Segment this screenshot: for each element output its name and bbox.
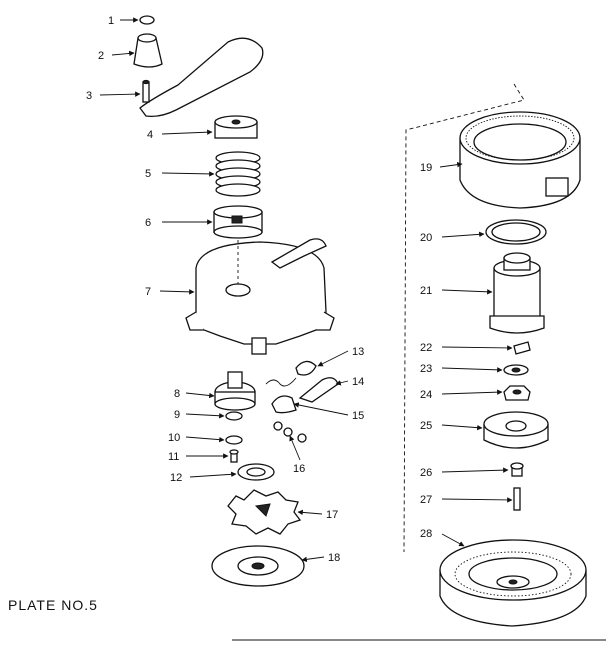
part-number-label: 2: [98, 50, 104, 62]
part-20-o-ring-drawing: [485, 219, 547, 245]
part-13b-spring-drawing: [265, 377, 297, 387]
part-number-label: 20: [420, 232, 432, 244]
part-14-lever-drawing: [298, 377, 339, 403]
part-number-label: 23: [420, 363, 432, 375]
part-number-label: 12: [170, 472, 182, 484]
part-5-spring-drawing: [215, 151, 261, 197]
part-number-label: 18: [328, 552, 340, 564]
part-6-drawing: [213, 205, 263, 239]
part-13-spring-drawing: [295, 360, 317, 376]
part-number-label: 17: [326, 509, 338, 521]
plate-label: PLATE NO.5: [8, 597, 98, 613]
part-16-clips-drawing: [273, 421, 307, 443]
part-11-screw-drawing: [229, 449, 239, 463]
part-25-cup-drawing: [483, 411, 549, 449]
part-number-label: 25: [420, 420, 432, 432]
part-10-washer-drawing: [225, 435, 243, 445]
part-number-label: 16: [293, 463, 305, 475]
part-19-ring-gear-drawing: [459, 111, 581, 209]
part-number-label: 1: [108, 15, 114, 27]
part-28-base-drawing: [439, 539, 587, 627]
part-number-label: 27: [420, 494, 432, 506]
part-2-knob-drawing: [133, 33, 163, 68]
part-27-pin-drawing: [513, 487, 521, 511]
part-number-label: 24: [420, 389, 432, 401]
part-26-screw-drawing: [510, 462, 524, 477]
part-22-key-drawing: [513, 341, 531, 355]
part-number-label: 19: [420, 162, 432, 174]
part-24-small-gear-drawing: [503, 385, 531, 401]
part-number-label: 28: [420, 528, 432, 540]
part-number-label: 8: [174, 388, 180, 400]
part-7-housing-drawing: [185, 238, 335, 355]
part-number-label: 10: [168, 432, 180, 444]
part-number-label: 6: [145, 217, 151, 229]
part-8-gear-drawing: [214, 371, 256, 411]
part-number-label: 4: [147, 129, 153, 141]
part-number-label: 15: [352, 410, 364, 422]
part-12-ring-drawing: [237, 463, 275, 481]
part-number-labels: 1 2 3 4 5 6 7 8 9 10 11 12 13 14 15 16 1…: [86, 15, 432, 564]
part-number-label: 13: [352, 346, 364, 358]
part-9-washer-drawing: [225, 411, 243, 421]
part-number-label: 14: [352, 376, 364, 388]
part-number-label: 26: [420, 467, 432, 479]
part-17-center-drawing: [254, 503, 271, 517]
part-15-pawl-drawing: [271, 395, 297, 414]
part-21-shaft-housing-drawing: [489, 252, 545, 334]
part-number-label: 5: [145, 168, 151, 180]
leader-lines: [99, 17, 513, 563]
part-4-drawing: [214, 115, 258, 139]
part-23-washer-drawing: [503, 364, 529, 376]
assembly-guide-dashed-line: [403, 83, 525, 553]
part-number-label: 3: [86, 90, 92, 102]
part-number-label: 22: [420, 342, 432, 354]
part-number-label: 7: [145, 286, 151, 298]
part-1-cap-drawing: [139, 15, 155, 25]
part-number-label: 11: [168, 451, 179, 463]
part-number-label: 9: [174, 409, 180, 421]
part-18-disc-drawing: [211, 545, 305, 587]
part-3-crank-arm-drawing: [139, 37, 264, 118]
part-number-label: 21: [420, 285, 432, 297]
